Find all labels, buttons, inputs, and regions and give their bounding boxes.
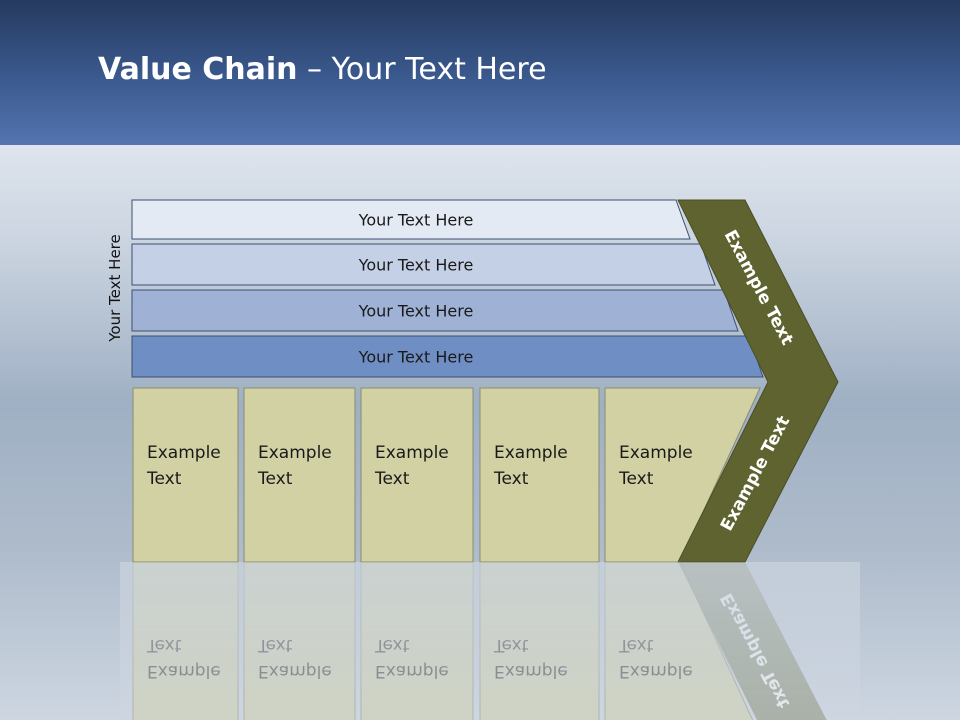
column-3-line2: Text <box>374 469 410 489</box>
column-5-line2: Text <box>618 469 654 489</box>
column-4-line1: Example <box>494 443 568 463</box>
column-box-1 <box>132 387 239 563</box>
value-band-4 <box>131 335 764 378</box>
value-band-4-label: Your Text Here <box>358 348 474 367</box>
column-box-2 <box>243 387 356 563</box>
column-1-line2: Text <box>146 469 182 489</box>
column-box-3 <box>360 387 474 563</box>
value-band-3 <box>131 289 739 332</box>
column-3-line1: Example <box>375 443 449 463</box>
reflection-fade <box>120 562 860 720</box>
header-bar <box>0 0 960 145</box>
column-5-line1: Example <box>619 443 693 463</box>
value-band-1 <box>131 199 691 240</box>
column-box-4 <box>479 387 600 563</box>
value-band-1-label: Your Text Here <box>358 211 474 230</box>
value-band-3-label: Your Text Here <box>358 302 474 321</box>
value-band-2-label: Your Text Here <box>358 256 474 275</box>
column-2-line1: Example <box>258 443 332 463</box>
title-rest: – Your Text Here <box>297 52 547 87</box>
value-band-2 <box>131 243 716 286</box>
column-4-line2: Text <box>493 469 529 489</box>
title-bold: Value Chain <box>98 52 298 87</box>
slide-title: Value Chain – Your Text Here <box>98 52 547 87</box>
column-2-line2: Text <box>257 469 293 489</box>
column-1-line1: Example <box>147 443 221 463</box>
